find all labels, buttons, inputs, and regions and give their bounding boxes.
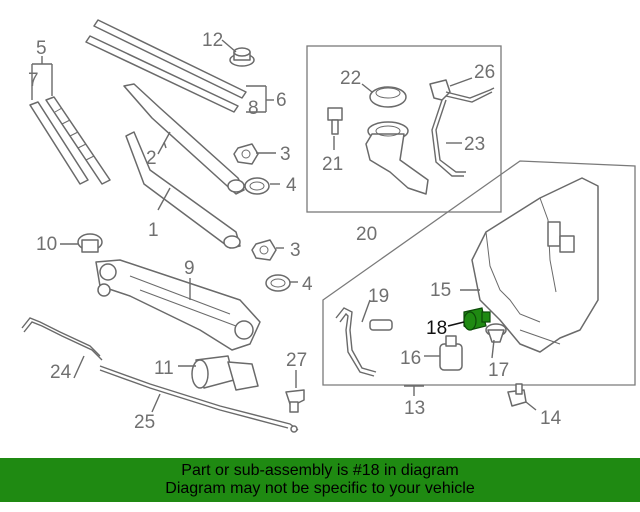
label-4-upper: 4 bbox=[286, 175, 297, 196]
label-20: 20 bbox=[356, 224, 377, 245]
nozzle-27[interactable] bbox=[285, 389, 305, 413]
group-box-13 bbox=[322, 160, 636, 386]
info-banner: Part or sub-assembly is #18 in diagram D… bbox=[0, 458, 640, 502]
hose-24[interactable] bbox=[21, 317, 103, 361]
bracket-6 bbox=[246, 85, 274, 113]
cap-4-lower[interactable] bbox=[265, 274, 291, 292]
banner-line-2: Diagram may not be specific to your vehi… bbox=[165, 480, 475, 497]
hose-19[interactable] bbox=[335, 307, 377, 377]
label-25: 25 bbox=[134, 412, 155, 433]
nut-12[interactable] bbox=[229, 47, 255, 67]
label-3-upper: 3 bbox=[280, 144, 291, 165]
wiper-motor-11[interactable] bbox=[191, 355, 259, 391]
pump-16[interactable] bbox=[439, 335, 463, 371]
label-6: 6 bbox=[276, 90, 287, 111]
hose-25[interactable] bbox=[99, 365, 299, 433]
cap-22[interactable] bbox=[369, 86, 407, 108]
part-18-highlighted[interactable] bbox=[463, 307, 491, 331]
label-19: 19 bbox=[368, 286, 389, 307]
callout-numbers: 5 7 12 8 6 2 3 4 1 10 3 9 4 24 11 27 25 … bbox=[28, 30, 562, 433]
label-11: 11 bbox=[154, 358, 174, 379]
wiper-blade-right[interactable] bbox=[85, 19, 247, 113]
bolt-14[interactable] bbox=[507, 383, 527, 407]
label-14: 14 bbox=[540, 408, 562, 429]
label-24: 24 bbox=[50, 362, 72, 383]
label-15: 15 bbox=[430, 280, 451, 301]
label-8: 8 bbox=[248, 98, 259, 119]
group-box-20 bbox=[306, 45, 502, 213]
connector-19b[interactable] bbox=[369, 319, 393, 331]
label-4-lower: 4 bbox=[302, 274, 313, 295]
label-13: 13 bbox=[404, 398, 425, 419]
bolt-21[interactable] bbox=[327, 107, 343, 135]
bracket-5 bbox=[31, 56, 53, 100]
label-1: 1 bbox=[148, 220, 159, 241]
grommet-17[interactable] bbox=[485, 323, 507, 343]
nut-3-upper[interactable] bbox=[233, 143, 259, 165]
wiper-arm-1[interactable] bbox=[125, 131, 241, 249]
pivot-10[interactable] bbox=[77, 233, 103, 253]
label-23: 23 bbox=[464, 134, 485, 155]
label-3-lower: 3 bbox=[290, 240, 301, 261]
label-17: 17 bbox=[488, 360, 509, 381]
wiper-linkage-9[interactable] bbox=[95, 259, 261, 351]
label-22: 22 bbox=[340, 68, 361, 89]
leader-lines bbox=[60, 39, 537, 413]
label-5: 5 bbox=[36, 38, 47, 59]
label-16: 16 bbox=[400, 348, 421, 369]
label-2: 2 bbox=[146, 148, 157, 169]
label-7: 7 bbox=[28, 70, 39, 91]
filler-neck[interactable] bbox=[365, 121, 429, 195]
label-27: 27 bbox=[286, 350, 307, 371]
cap-4-upper[interactable] bbox=[244, 177, 270, 195]
nut-3-lower[interactable] bbox=[251, 239, 277, 261]
label-18: 18 bbox=[426, 318, 447, 339]
banner-line-1: Part or sub-assembly is #18 in diagram bbox=[181, 462, 459, 479]
label-10: 10 bbox=[36, 234, 57, 255]
label-12: 12 bbox=[202, 30, 223, 51]
label-9: 9 bbox=[184, 258, 195, 279]
hose-23[interactable] bbox=[431, 87, 495, 177]
wiper-arm-2[interactable] bbox=[123, 83, 245, 195]
reservoir-15[interactable] bbox=[471, 177, 599, 353]
clip-26[interactable] bbox=[429, 79, 451, 101]
wiper-blade-left[interactable] bbox=[29, 96, 111, 185]
label-21: 21 bbox=[322, 154, 343, 175]
label-26: 26 bbox=[474, 62, 495, 83]
